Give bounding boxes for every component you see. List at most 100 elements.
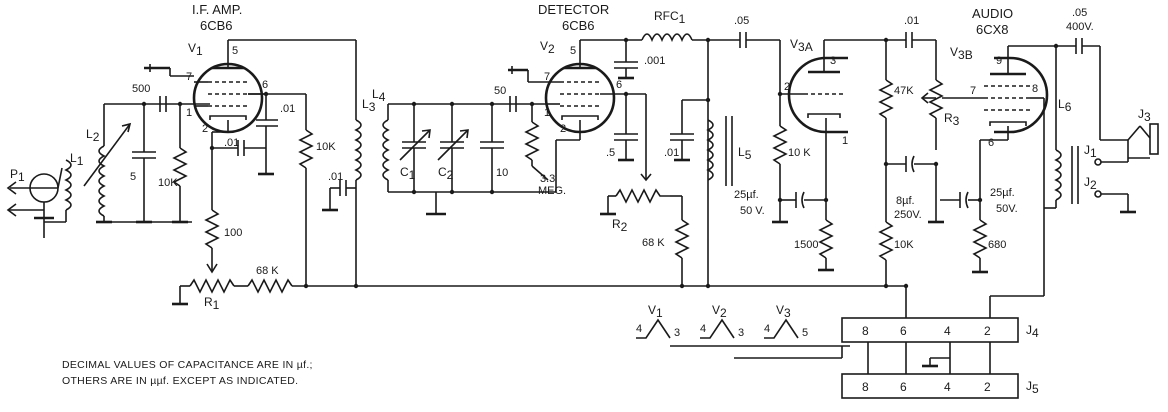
r1-wiper-arrow (206, 263, 218, 274)
value-r10k-c: 10 K (788, 147, 811, 159)
j5-pin-6: 6 (900, 380, 907, 394)
value-c25b-v: 50V. (996, 203, 1018, 215)
c25a-plate2 (801, 191, 805, 209)
j4-pin-4: 4 (944, 324, 951, 338)
value-r10k-a: 10K (158, 177, 178, 189)
value-c25a-v: 50 V. (740, 205, 765, 217)
ref-p1: P1 (10, 167, 25, 184)
ref-j5: J5 (1026, 379, 1039, 396)
j4-pin-8: 8 (862, 324, 869, 338)
value-meg: MEG. (538, 185, 566, 197)
l4-tuned-circuit (382, 96, 556, 216)
value-c01-c: .01 (328, 171, 343, 183)
value-r10k-d: 10K (894, 239, 914, 251)
value-c5-det: .5 (606, 147, 615, 159)
l3-coil (354, 119, 362, 181)
r10k-d-zigzag (878, 221, 894, 261)
r10k-a-zigzag (172, 147, 188, 187)
ref-c1: C1 (400, 165, 416, 182)
heater-v3 (764, 318, 799, 339)
r68k-b-zigzag (674, 219, 690, 259)
r1-zigzag (189, 278, 235, 294)
heater-v2-ref: V2 (712, 303, 727, 320)
value-c01-b: .01 (280, 103, 295, 115)
l1-lead-top (57, 167, 63, 189)
stage-audio-tube: 6CX8 (976, 22, 1009, 37)
r2-wiper-arrow (640, 173, 652, 182)
pin-v2-5: 5 (570, 45, 576, 57)
v3b-interstage (878, 32, 944, 286)
r10k-c-zigzag (772, 125, 788, 165)
v3a-grid-network (772, 40, 834, 272)
heater-v3-ref: V3 (776, 303, 791, 320)
value-c05-a: .05 (734, 15, 749, 27)
v3b-audio-tube (940, 45, 1056, 286)
value-c8-v: 250V. (894, 209, 922, 221)
pin-v3b-8: 8 (1032, 83, 1038, 95)
detector-output (641, 32, 780, 286)
c25b-plate2 (965, 191, 969, 209)
heater-connections (636, 318, 850, 359)
c8-plate2 (911, 155, 915, 173)
ref-l1: L1 (70, 151, 84, 168)
heater-v1-ref: V1 (648, 303, 663, 320)
v3a-envelope (787, 56, 827, 134)
ref-r2: R2 (612, 217, 628, 234)
value-r47k: 47K (894, 85, 914, 97)
r2-zigzag (615, 188, 670, 204)
pin-v1-1: 1 (186, 107, 192, 119)
footnote-line2: OTHERS ARE IN µµf. EXCEPT AS INDICATED. (62, 375, 298, 387)
value-r680: 680 (988, 239, 1006, 251)
ref-l6: L6 (1058, 97, 1072, 114)
value-r100: 100 (224, 227, 242, 239)
value-r68k-b: 68 K (642, 237, 665, 249)
ref-l2: L2 (86, 127, 100, 144)
j5-pin-4: 4 (944, 380, 951, 394)
v2-cathode (561, 115, 599, 120)
l4-coil (382, 119, 390, 181)
r1500-zigzag (818, 219, 834, 259)
stage-detector: DETECTOR (538, 2, 609, 17)
ground-symbol (144, 64, 170, 72)
v1-cathode (209, 115, 247, 120)
ref-v2: V2 (540, 39, 555, 56)
r2-network (600, 188, 690, 286)
value-r1500: 1500 (794, 239, 818, 251)
pin-v1-2: 2 (202, 123, 208, 135)
r68k-a-zigzag (247, 278, 293, 294)
pin-v1-5: 5 (232, 45, 238, 57)
j5-pin-2: 2 (984, 380, 991, 394)
value-r33meg: 3.3 (540, 173, 555, 185)
value-c01-d: .01 (664, 147, 679, 159)
l5-coil (706, 119, 714, 181)
ref-j2: J2 (1084, 175, 1097, 192)
value-c25a-val: 25µf. (734, 189, 759, 201)
value-c25b-val: 25µf. (990, 187, 1015, 199)
c2-arrow (437, 129, 469, 161)
l6-coil (1054, 149, 1062, 201)
heater-v3-pin5: 5 (802, 327, 808, 339)
j5-pin-8: 8 (862, 380, 869, 394)
v3a-cathode (807, 113, 841, 118)
value-c01-e: .01 (904, 15, 919, 27)
r47k-zigzag (878, 79, 894, 119)
ref-v3b: V3B (950, 45, 973, 62)
pin-v2-2: 2 (560, 123, 566, 135)
ref-r3: R3 (944, 111, 960, 128)
ref-v3a: V3A (790, 37, 813, 54)
output-section (1044, 38, 1159, 214)
stage-if-amp: I.F. AMP. (192, 2, 242, 17)
pin-v3a-3: 3 (830, 55, 836, 67)
r1-network (172, 278, 906, 306)
heater-v2 (700, 318, 735, 339)
c1-arrowhead (421, 129, 431, 139)
l2-coil (98, 145, 106, 217)
footnote-line1: DECIMAL VALUES OF CAPACITANCE ARE IN µf.… (62, 359, 313, 371)
j4-j5-connectors (841, 286, 1045, 399)
c1-arrow (399, 129, 431, 161)
value-r68k-a: 68 K (256, 265, 279, 277)
v3b-envelope (994, 56, 1049, 134)
v1-if-amp-tube (144, 39, 356, 286)
r33-arrow (531, 165, 549, 181)
